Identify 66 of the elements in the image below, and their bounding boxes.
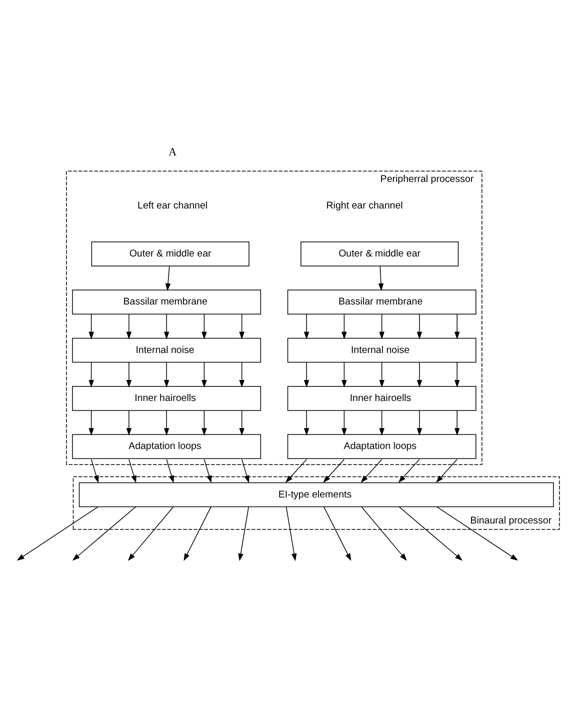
arrow xyxy=(379,314,384,340)
arrow xyxy=(204,459,212,484)
arrow xyxy=(164,362,170,388)
node-box: EI-type elements xyxy=(78,482,554,508)
node-box: Adaptation loops xyxy=(72,434,262,459)
arrow xyxy=(165,266,171,291)
arrow xyxy=(398,459,420,483)
node-box: Internal noise xyxy=(72,338,262,363)
arrow xyxy=(398,506,463,561)
arrow xyxy=(126,410,132,436)
arrow xyxy=(202,314,207,340)
arrow xyxy=(285,459,307,483)
arrow xyxy=(379,362,384,388)
arrow xyxy=(164,314,170,340)
label: Left ear channel xyxy=(138,200,208,212)
arrow xyxy=(241,459,250,484)
label: A xyxy=(168,146,177,159)
label: Right ear channel xyxy=(326,200,403,212)
arrow xyxy=(90,459,99,484)
arrow xyxy=(454,410,460,436)
arrow xyxy=(128,506,174,561)
arrow xyxy=(239,362,244,388)
arrow xyxy=(324,506,352,562)
arrow xyxy=(239,410,244,436)
arrow xyxy=(88,314,94,340)
arrow xyxy=(304,362,310,388)
arrow xyxy=(416,314,422,340)
arrow xyxy=(128,459,136,484)
node-box: Bassilar membrane xyxy=(287,290,476,314)
arrow xyxy=(342,362,347,388)
arrow xyxy=(379,410,384,436)
arrow xyxy=(361,506,407,561)
node-box: Adaptation loops xyxy=(287,434,476,459)
arrow xyxy=(323,459,345,483)
arrow xyxy=(304,410,310,436)
node-box: Inner hairoells xyxy=(287,386,476,411)
arrow xyxy=(342,410,347,436)
arrow xyxy=(436,459,458,483)
arrow xyxy=(416,362,422,388)
arrow xyxy=(286,506,297,562)
arrow xyxy=(126,362,132,388)
arrow xyxy=(184,506,212,562)
arrow xyxy=(239,314,244,340)
arrow xyxy=(88,410,94,436)
arrow xyxy=(126,314,132,340)
node-box: Outer & middle ear xyxy=(300,241,459,266)
arrow xyxy=(304,314,310,340)
node-box: Inner hairoells xyxy=(72,386,262,411)
arrow xyxy=(436,506,518,561)
arrow xyxy=(454,314,460,340)
arrow xyxy=(238,506,249,562)
node-box: Internal noise xyxy=(287,338,476,363)
arrow xyxy=(72,506,136,561)
arrow xyxy=(166,459,174,484)
arrow xyxy=(342,314,347,340)
arrow xyxy=(202,362,207,388)
node-box: Bassilar membrane xyxy=(72,290,262,314)
arrow xyxy=(16,506,98,561)
arrow xyxy=(378,266,384,291)
node-box: Outer & middle ear xyxy=(91,241,250,266)
arrow xyxy=(360,459,382,483)
arrow xyxy=(454,362,460,388)
arrow xyxy=(164,410,170,436)
arrow xyxy=(88,362,94,388)
arrow xyxy=(416,410,422,436)
arrow xyxy=(202,410,207,436)
